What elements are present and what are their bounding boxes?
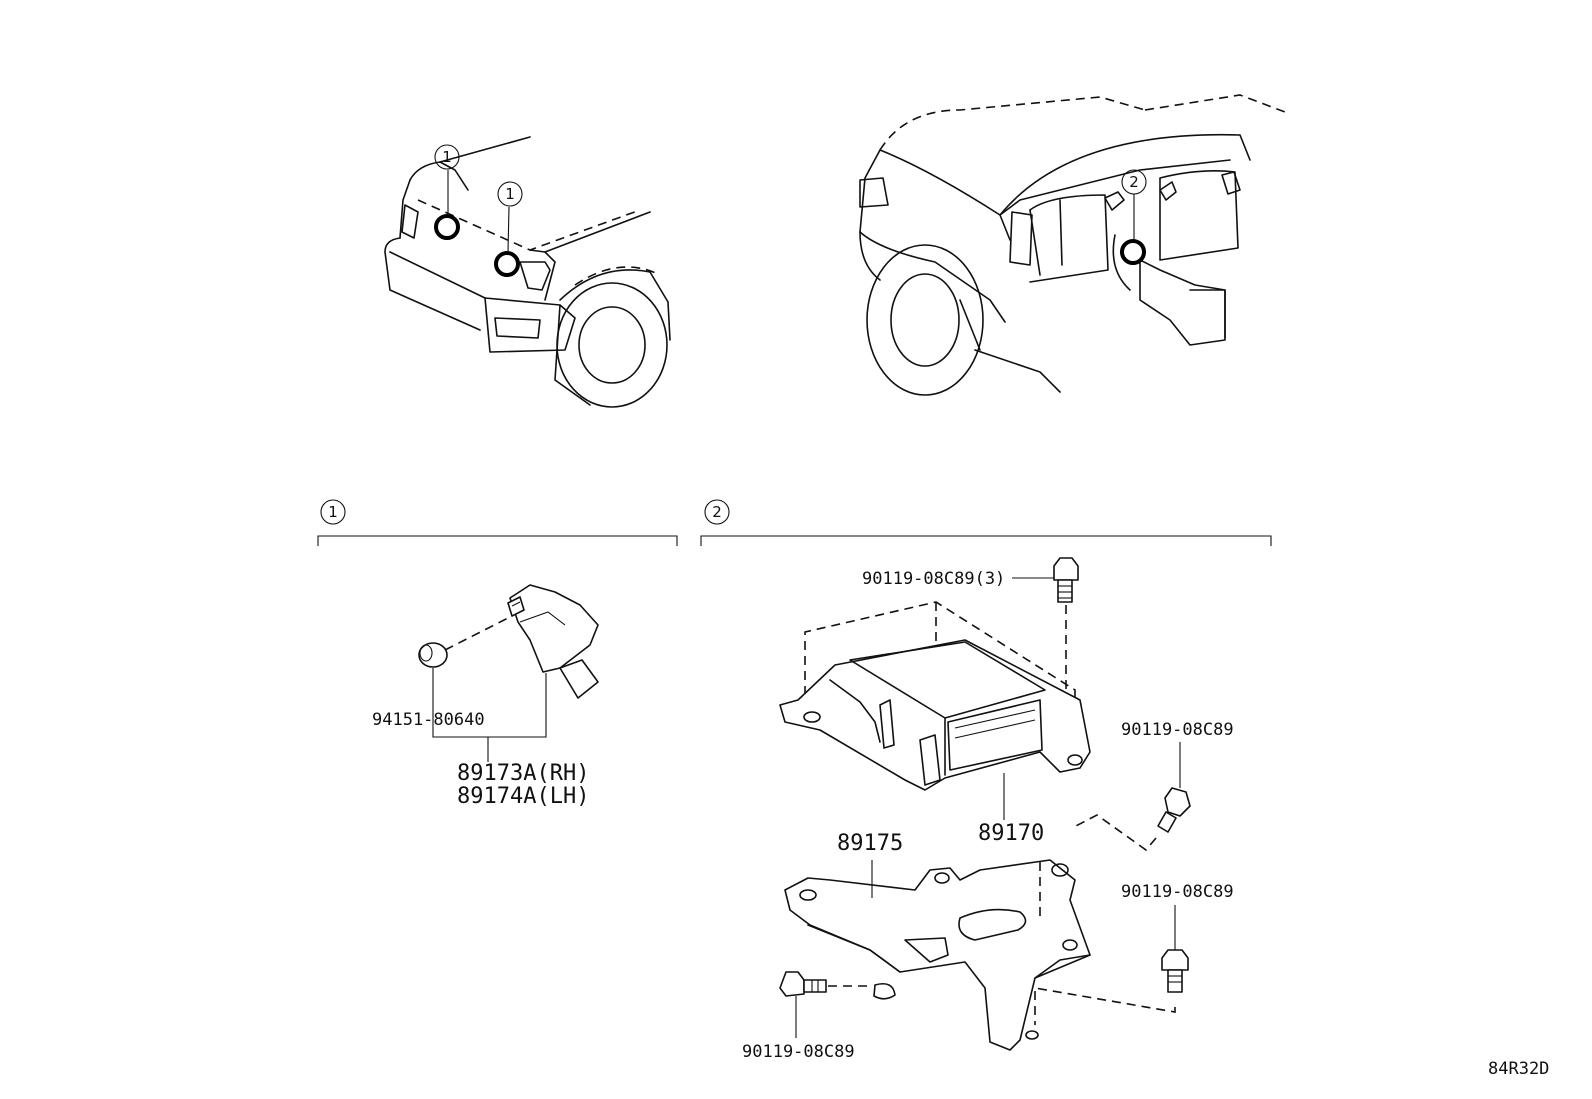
callout-2-marker-top bbox=[1121, 169, 1147, 195]
part-number-nut: 94151-80640 bbox=[372, 710, 485, 730]
callout-1-label-b: 1 bbox=[505, 185, 515, 203]
part-number-bolt-top: 90119-08C89(3) bbox=[862, 569, 1005, 589]
part-number-ecu: 89170 bbox=[978, 821, 1044, 846]
sensor-leader-line bbox=[432, 668, 547, 738]
part-number-sensor-rh: 89173A(RH) bbox=[457, 761, 589, 786]
section-2-marker bbox=[704, 499, 730, 525]
diagram-id: 84R32D bbox=[1488, 1059, 1549, 1079]
bolt-right-lower bbox=[1161, 949, 1189, 993]
interior-vehicle-illustration: 2 bbox=[859, 94, 1286, 396]
callout-1-marker-b bbox=[497, 181, 523, 207]
sensor-location-marker-right bbox=[494, 251, 520, 277]
section-2-number: 2 bbox=[712, 503, 722, 521]
bolt-right-upper bbox=[1157, 787, 1191, 833]
part-number-sensor-lh: 89174A(LH) bbox=[457, 784, 589, 809]
nut-94151-80640 bbox=[418, 642, 448, 668]
sensor-location-marker-left bbox=[434, 214, 460, 240]
front-airbag-sensor bbox=[507, 584, 599, 699]
part-number-bolt-right-lower: 90119-08C89 bbox=[1121, 882, 1234, 902]
airbag-ecu-89170 bbox=[779, 639, 1091, 791]
section-2: 2 90119-08C89(3) 89 bbox=[700, 499, 1272, 1062]
section-1-marker bbox=[320, 499, 346, 525]
part-number-bracket: 89175 bbox=[837, 831, 903, 856]
section-1: 1 94151-80640 89173A(RH) 89174A(LH) bbox=[317, 499, 678, 809]
section-1-number: 1 bbox=[328, 503, 338, 521]
part-number-bolt-bottom: 90119-08C89 bbox=[742, 1042, 855, 1062]
ecu-location-marker bbox=[1120, 239, 1146, 265]
part-number-bolt-right-upper: 90119-08C89 bbox=[1121, 720, 1234, 740]
callout-1-marker-a bbox=[434, 144, 460, 170]
bolt-top bbox=[1053, 557, 1079, 603]
section-2-bracket-line bbox=[700, 535, 1272, 546]
front-vehicle-illustration: 1 1 bbox=[384, 136, 671, 408]
ecu-bracket-89175 bbox=[784, 859, 1091, 1051]
bolt-bottom bbox=[779, 971, 827, 997]
section-1-bracket-line bbox=[317, 535, 678, 546]
callout-1-label-a: 1 bbox=[442, 148, 452, 166]
callout-2-label-top: 2 bbox=[1129, 173, 1139, 191]
